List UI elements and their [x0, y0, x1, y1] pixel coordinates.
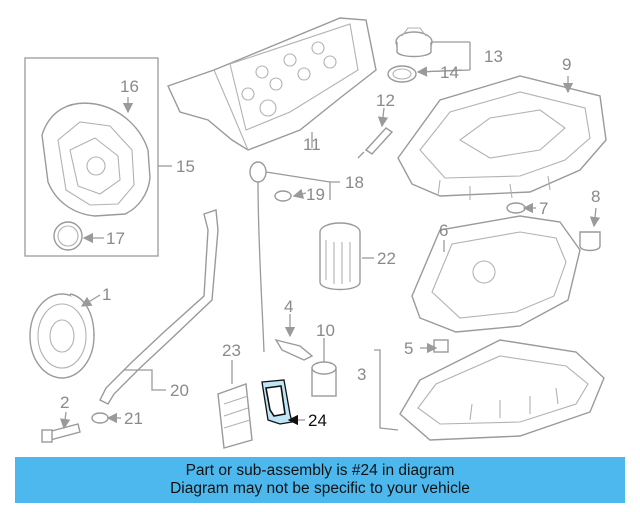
callout-24-highlighted: 24 [308, 411, 327, 430]
lower-oil-pan [399, 339, 605, 441]
callout-14: 14 [440, 63, 459, 82]
oil-cooler [217, 383, 253, 449]
banner-disclaimer-line: Diagram may not be specific to your vehi… [170, 480, 470, 497]
callout-3: 3 [357, 365, 366, 384]
callout-1: 1 [102, 285, 111, 304]
callout-11: 11 [303, 135, 321, 154]
upper-oil-pan [397, 75, 607, 200]
callout-15: 15 [176, 157, 195, 176]
cylinder-head-cover [167, 17, 377, 151]
oil-cooler-gasket-highlighted [261, 379, 293, 425]
callout-6: 6 [439, 221, 448, 240]
callout-13: 13 [484, 47, 503, 66]
callout-9: 9 [562, 55, 571, 74]
callout-17: 17 [106, 229, 125, 248]
callout-labels: 16 15 17 11 12 13 14 9 18 19 22 6 7 8 1 … [60, 47, 600, 430]
crankshaft-pulley [29, 293, 95, 379]
callout-12: 12 [376, 91, 395, 110]
oil-filter [319, 222, 361, 291]
callout-10: 10 [316, 321, 335, 340]
timing-cover-group [24, 57, 159, 257]
info-banner: Part or sub-assembly is #24 in diagram D… [15, 457, 625, 503]
part-12 [357, 127, 394, 159]
callout-20: 20 [170, 381, 189, 400]
pulley-bolt [41, 423, 81, 443]
oil-level-sensor [311, 356, 337, 397]
callout-7: 7 [539, 199, 548, 218]
callout-2: 2 [60, 393, 69, 412]
callout-5: 5 [404, 339, 413, 358]
callout-16: 16 [120, 77, 139, 96]
banner-part-line: Part or sub-assembly is #24 in diagram [185, 462, 455, 479]
callout-8: 8 [591, 187, 600, 206]
drain-plug [433, 339, 449, 353]
callout-4: 4 [284, 297, 293, 316]
callout-18: 18 [345, 173, 364, 192]
part-4 [274, 338, 314, 361]
baffle-plate [411, 202, 601, 333]
callout-22: 22 [377, 249, 396, 268]
callout-lines [59, 41, 601, 431]
callout-19: 19 [306, 185, 325, 204]
callout-21: 21 [124, 409, 143, 428]
oil-filler-cap-group [387, 27, 433, 83]
parts-diagram: 16 15 17 11 12 13 14 9 18 19 22 6 7 8 1 … [24, 17, 607, 449]
callout-23: 23 [222, 341, 241, 360]
oil-dipstick [249, 161, 292, 353]
